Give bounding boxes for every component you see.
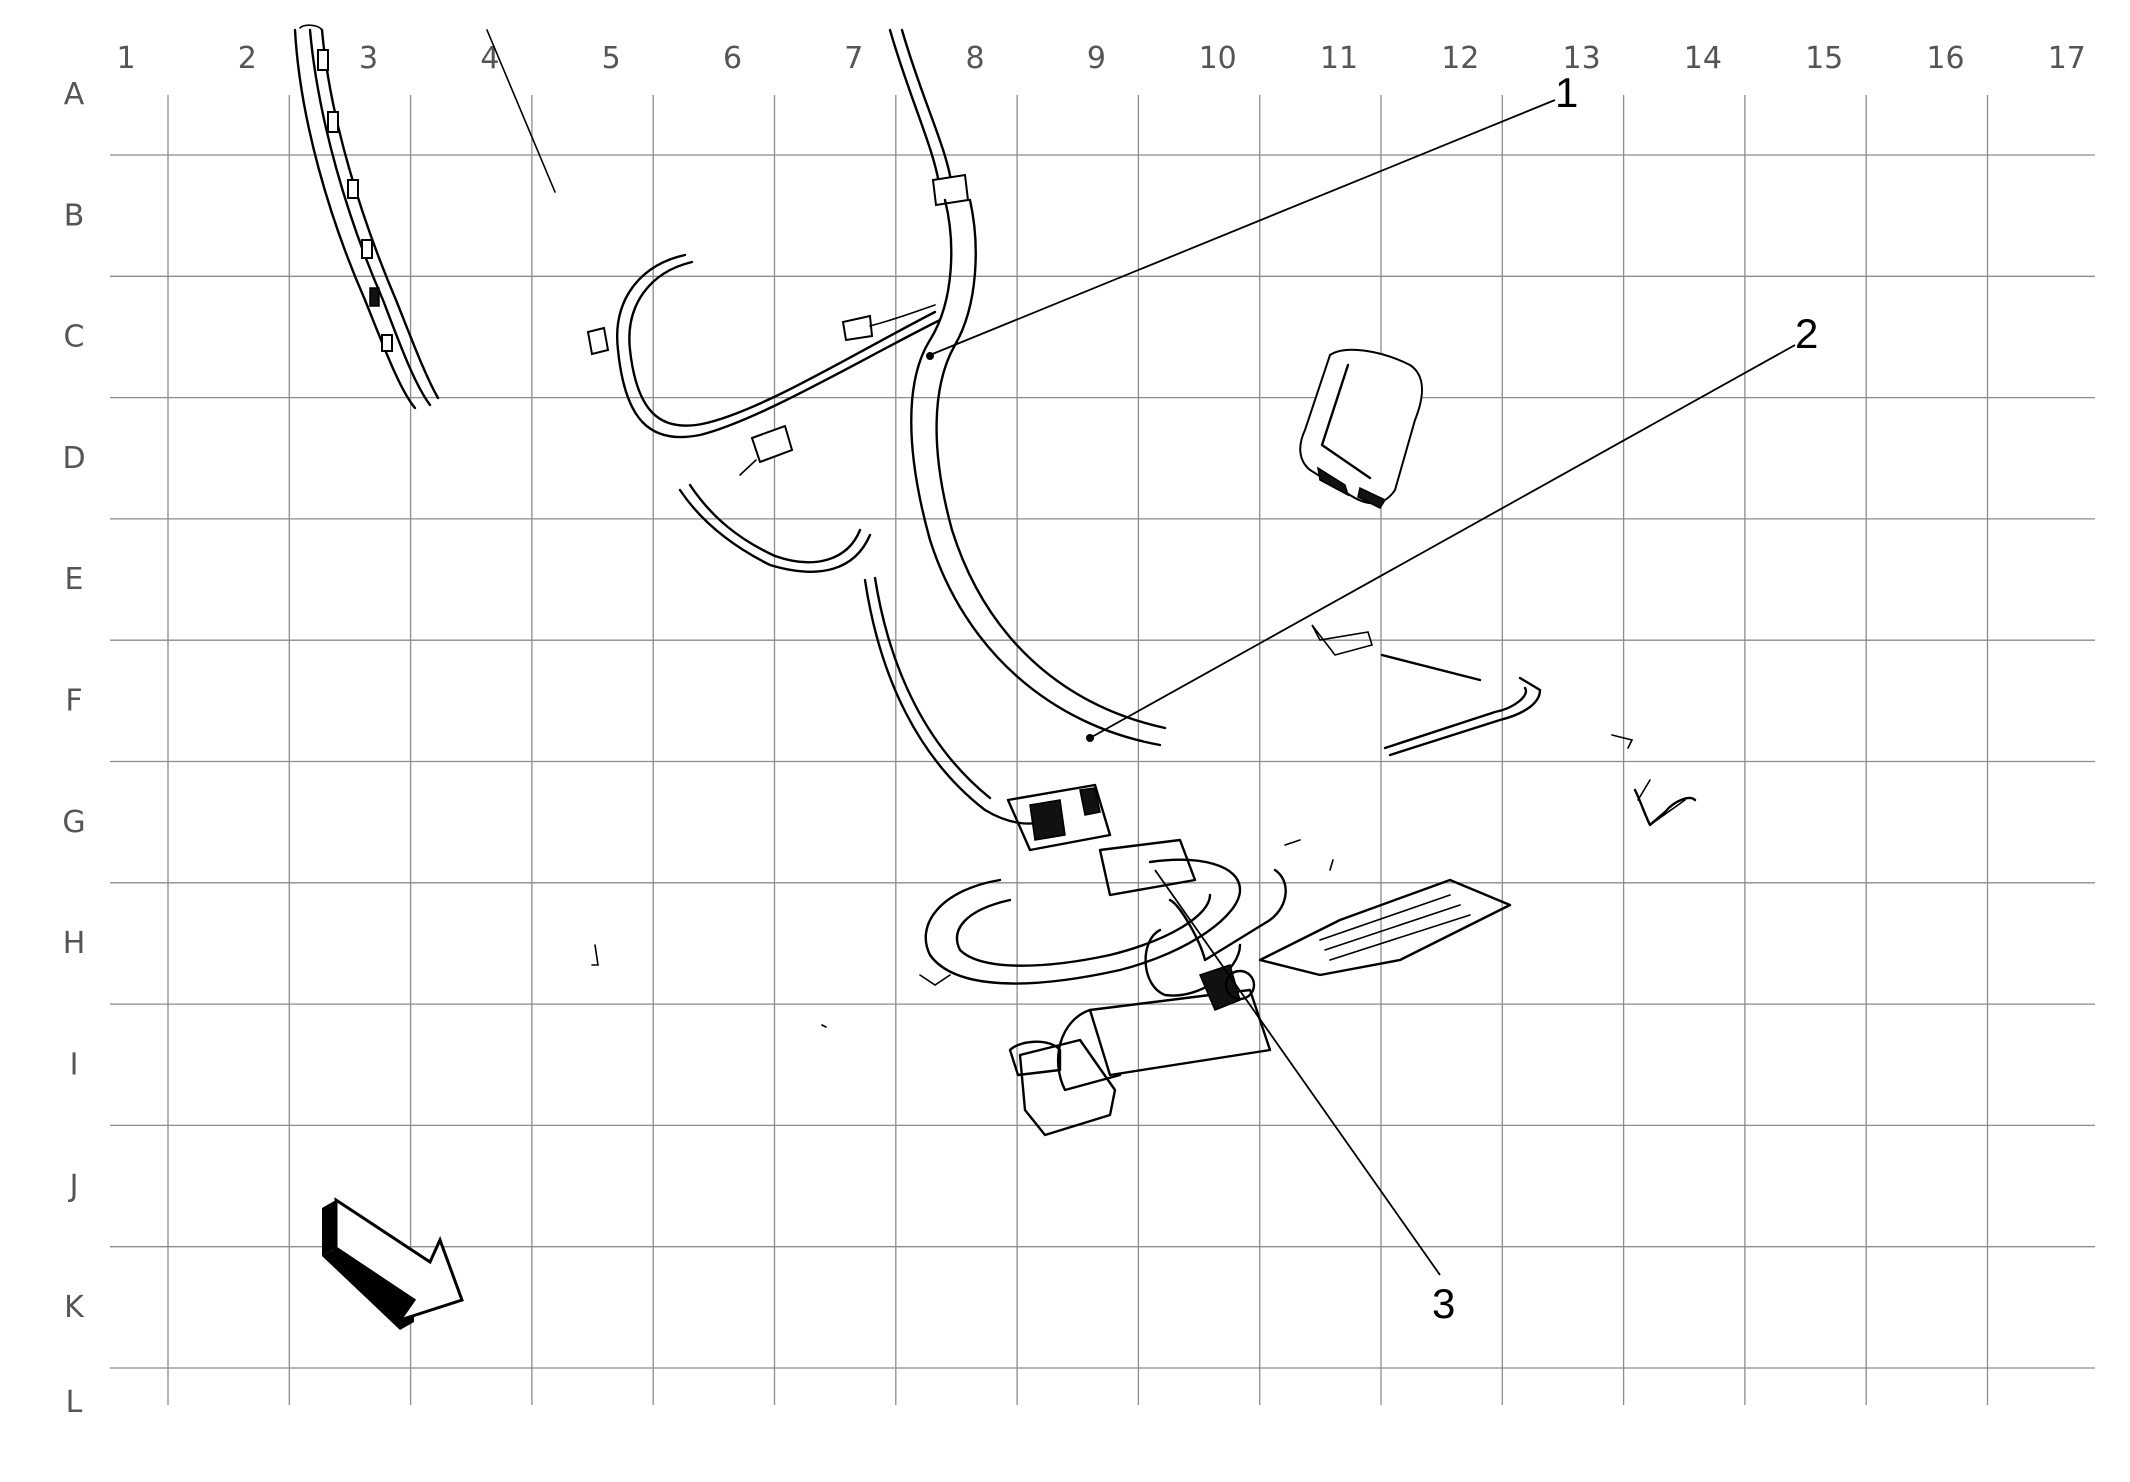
column-label: 1 [116, 41, 135, 76]
callout-leaders [926, 99, 1796, 1276]
grid-lines [110, 95, 2095, 1405]
forward-arrow-icon [322, 1197, 464, 1330]
column-label: 14 [1684, 41, 1722, 76]
wiring-harness-right [1311, 624, 1697, 827]
control-module [1299, 348, 1423, 509]
column-label: 7 [844, 41, 863, 76]
trim-panel [293, 24, 440, 410]
column-harness [863, 28, 1167, 825]
row-label: H [63, 926, 86, 961]
detail-marks [591, 839, 1334, 1028]
column-label: 11 [1320, 41, 1358, 76]
row-label: G [62, 805, 85, 840]
wiring-harness-left [586, 253, 942, 573]
column-label: 13 [1563, 41, 1601, 76]
column-label: 16 [1926, 41, 1964, 76]
column-label: 2 [238, 41, 257, 76]
column-label: 15 [1805, 41, 1843, 76]
column-label: 4 [480, 41, 499, 76]
row-label: C [64, 320, 85, 355]
row-label: F [65, 684, 82, 719]
callout-1: 1 [1555, 69, 1578, 116]
column-label: 6 [723, 41, 742, 76]
callout-3: 3 [1432, 1280, 1455, 1327]
row-label: I [70, 1047, 79, 1082]
steering-column-assembly [924, 783, 1512, 1137]
callout-2: 2 [1795, 310, 1818, 357]
row-label: D [62, 441, 85, 476]
row-label: B [64, 198, 85, 233]
row-labels: A B C D E F G H I J K L [62, 77, 85, 1420]
row-label: E [65, 562, 84, 597]
column-label: 8 [966, 41, 985, 76]
column-label: 3 [359, 41, 378, 76]
column-label: 17 [2048, 41, 2086, 76]
leader-3 [1154, 869, 1441, 1276]
column-label: 9 [1087, 41, 1106, 76]
leader-1-dot [926, 352, 934, 360]
leader-2 [1089, 344, 1796, 739]
row-label: K [64, 1290, 85, 1325]
row-label: J [68, 1169, 79, 1204]
row-label: L [66, 1385, 83, 1420]
leader-2-dot [1086, 734, 1094, 742]
row-label: A [64, 77, 85, 112]
column-label: 5 [602, 41, 621, 76]
harness-guide-line [486, 29, 556, 193]
leader-1 [929, 99, 1556, 356]
column-label: 10 [1199, 41, 1237, 76]
column-label: 12 [1441, 41, 1479, 76]
